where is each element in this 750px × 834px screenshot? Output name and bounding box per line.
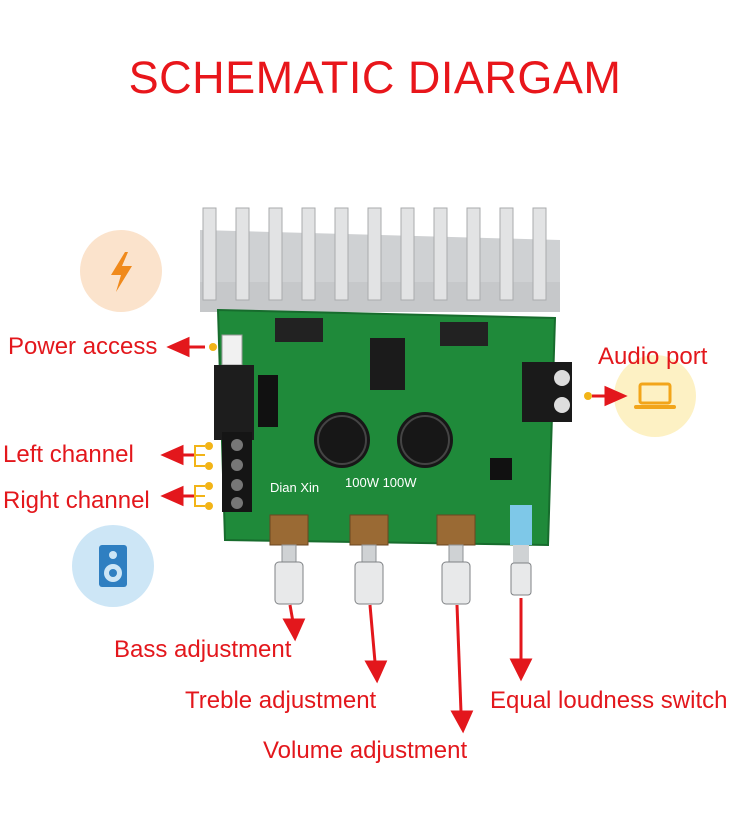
- diagram-title: SCHEMATIC DIARGAM: [128, 52, 622, 103]
- label-left-channel: Left channel: [3, 441, 134, 468]
- power-badge: [80, 230, 162, 312]
- speaker-badge: [72, 525, 154, 607]
- laptop-icon: [634, 382, 676, 409]
- board-model-text: 100W 100W: [345, 475, 417, 490]
- label-equal-loudness-switch: Equal loudness switch: [490, 687, 728, 714]
- label-bass-adjustment: Bass adjustment: [114, 636, 292, 663]
- label-treble-adjustment: Treble adjustment: [185, 687, 377, 714]
- board-brand-text: Dian Xin: [270, 480, 319, 495]
- label-power-access: Power access: [8, 333, 158, 360]
- speaker-icon: [99, 545, 127, 587]
- label-volume-adjustment: Volume adjustment: [263, 737, 468, 764]
- label-audio-port: Audio port: [598, 343, 708, 370]
- label-right-channel: Right channel: [3, 487, 150, 514]
- lightning-icon: [111, 252, 132, 292]
- heatsink: [200, 207, 560, 312]
